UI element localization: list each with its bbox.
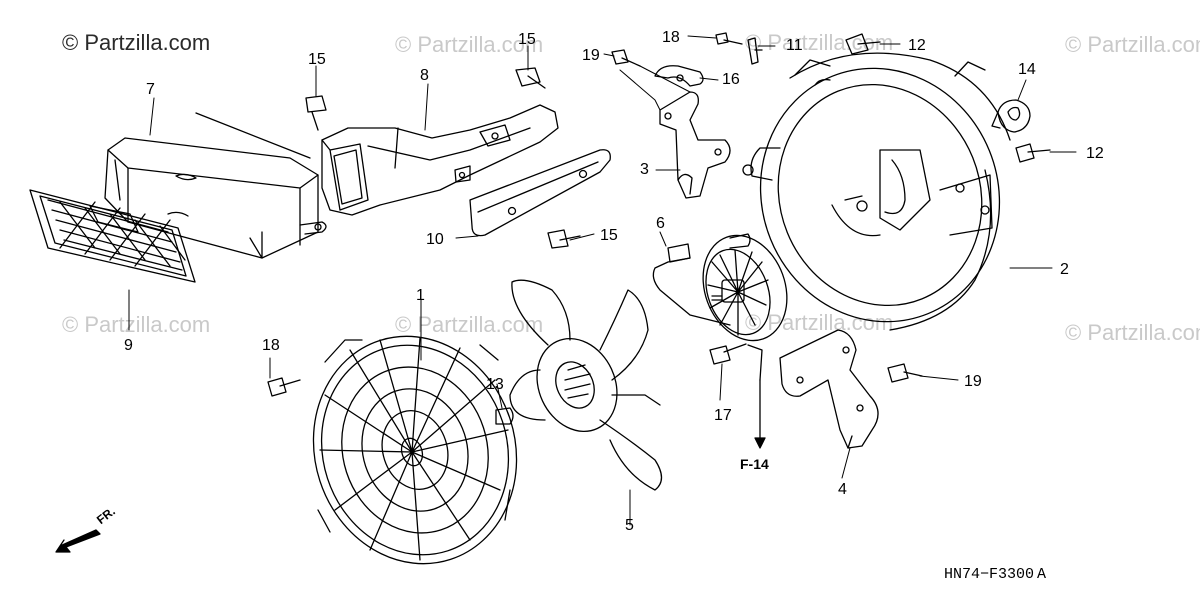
cross-reference-label: F-14 (740, 456, 769, 472)
callout-16: 16 (722, 71, 740, 88)
callout-5: 5 (625, 517, 634, 534)
air-duct-part (105, 113, 326, 258)
fastener-12-top (846, 34, 880, 54)
callout-15-bottom: 15 (600, 227, 618, 244)
diagram-code-main: HN74−F3300 (944, 566, 1035, 583)
clip-part (748, 38, 762, 64)
fan-blade-part (510, 280, 662, 490)
callout-4: 4 (838, 481, 847, 498)
partzilla-watermark: © Partzilla.com (62, 312, 211, 337)
fastener-19-bottom (888, 364, 922, 382)
diagram-code-suffix: A (1037, 566, 1047, 583)
callout-15-top: 15 (518, 31, 536, 48)
callout-12-right: 12 (1086, 145, 1104, 162)
leader-lines (129, 36, 1076, 525)
fastener-18-top (716, 33, 742, 44)
partzilla-watermark: © Partzilla.com (1065, 320, 1200, 345)
fastener-17 (710, 344, 746, 364)
fan-grille-part (284, 310, 545, 591)
callout-7: 7 (146, 81, 155, 98)
callout-1: 1 (416, 287, 425, 304)
partzilla-watermark: © Partzilla.com (1065, 32, 1200, 57)
partzilla-watermark-main: © Partzilla.com (62, 30, 211, 55)
fastener-15-left (306, 96, 326, 130)
callout-19-bottom: 19 (964, 373, 982, 390)
fastener-19-top (612, 50, 640, 66)
callout-18-bottom: 18 (262, 337, 280, 354)
callout-15-left: 15 (308, 51, 326, 68)
callout-18-top: 18 (662, 29, 680, 46)
cross-reference-arrow (755, 380, 765, 448)
fastener-13 (496, 408, 513, 424)
fastener-15-bottom (548, 230, 580, 248)
cable-tie-part (992, 100, 1030, 132)
front-direction-arrow (56, 530, 100, 552)
intake-screen-part (30, 190, 195, 282)
callout-8: 8 (420, 67, 429, 84)
callout-2: 2 (1060, 261, 1069, 278)
fastener-12-right (1016, 144, 1050, 162)
callout-9: 9 (124, 337, 133, 354)
callout-19-top: 19 (582, 47, 600, 64)
callout-10: 10 (426, 231, 444, 248)
callout-11: 11 (786, 37, 803, 54)
partzilla-watermark: © Partzilla.com (395, 32, 544, 57)
callout-3: 3 (640, 161, 649, 178)
partzilla-watermark: © Partzilla.com (745, 310, 894, 335)
fastener-15-top (516, 68, 545, 88)
fan-motor-part (653, 224, 801, 380)
callout-12-top: 12 (908, 37, 926, 54)
callout-14: 14 (1018, 61, 1036, 78)
duct-bracket-part (470, 150, 610, 236)
fan-shroud-part (723, 32, 1038, 358)
fastener-18-bottom (268, 378, 300, 396)
callout-6: 6 (656, 215, 665, 232)
lower-bracket-part (780, 330, 878, 448)
clamp-part (655, 66, 703, 86)
upper-bracket-part (660, 92, 730, 198)
partzilla-watermark: © Partzilla.com (395, 312, 544, 337)
callout-17: 17 (714, 407, 732, 424)
intake-duct-part (322, 105, 558, 215)
callout-13: 13 (486, 376, 504, 393)
